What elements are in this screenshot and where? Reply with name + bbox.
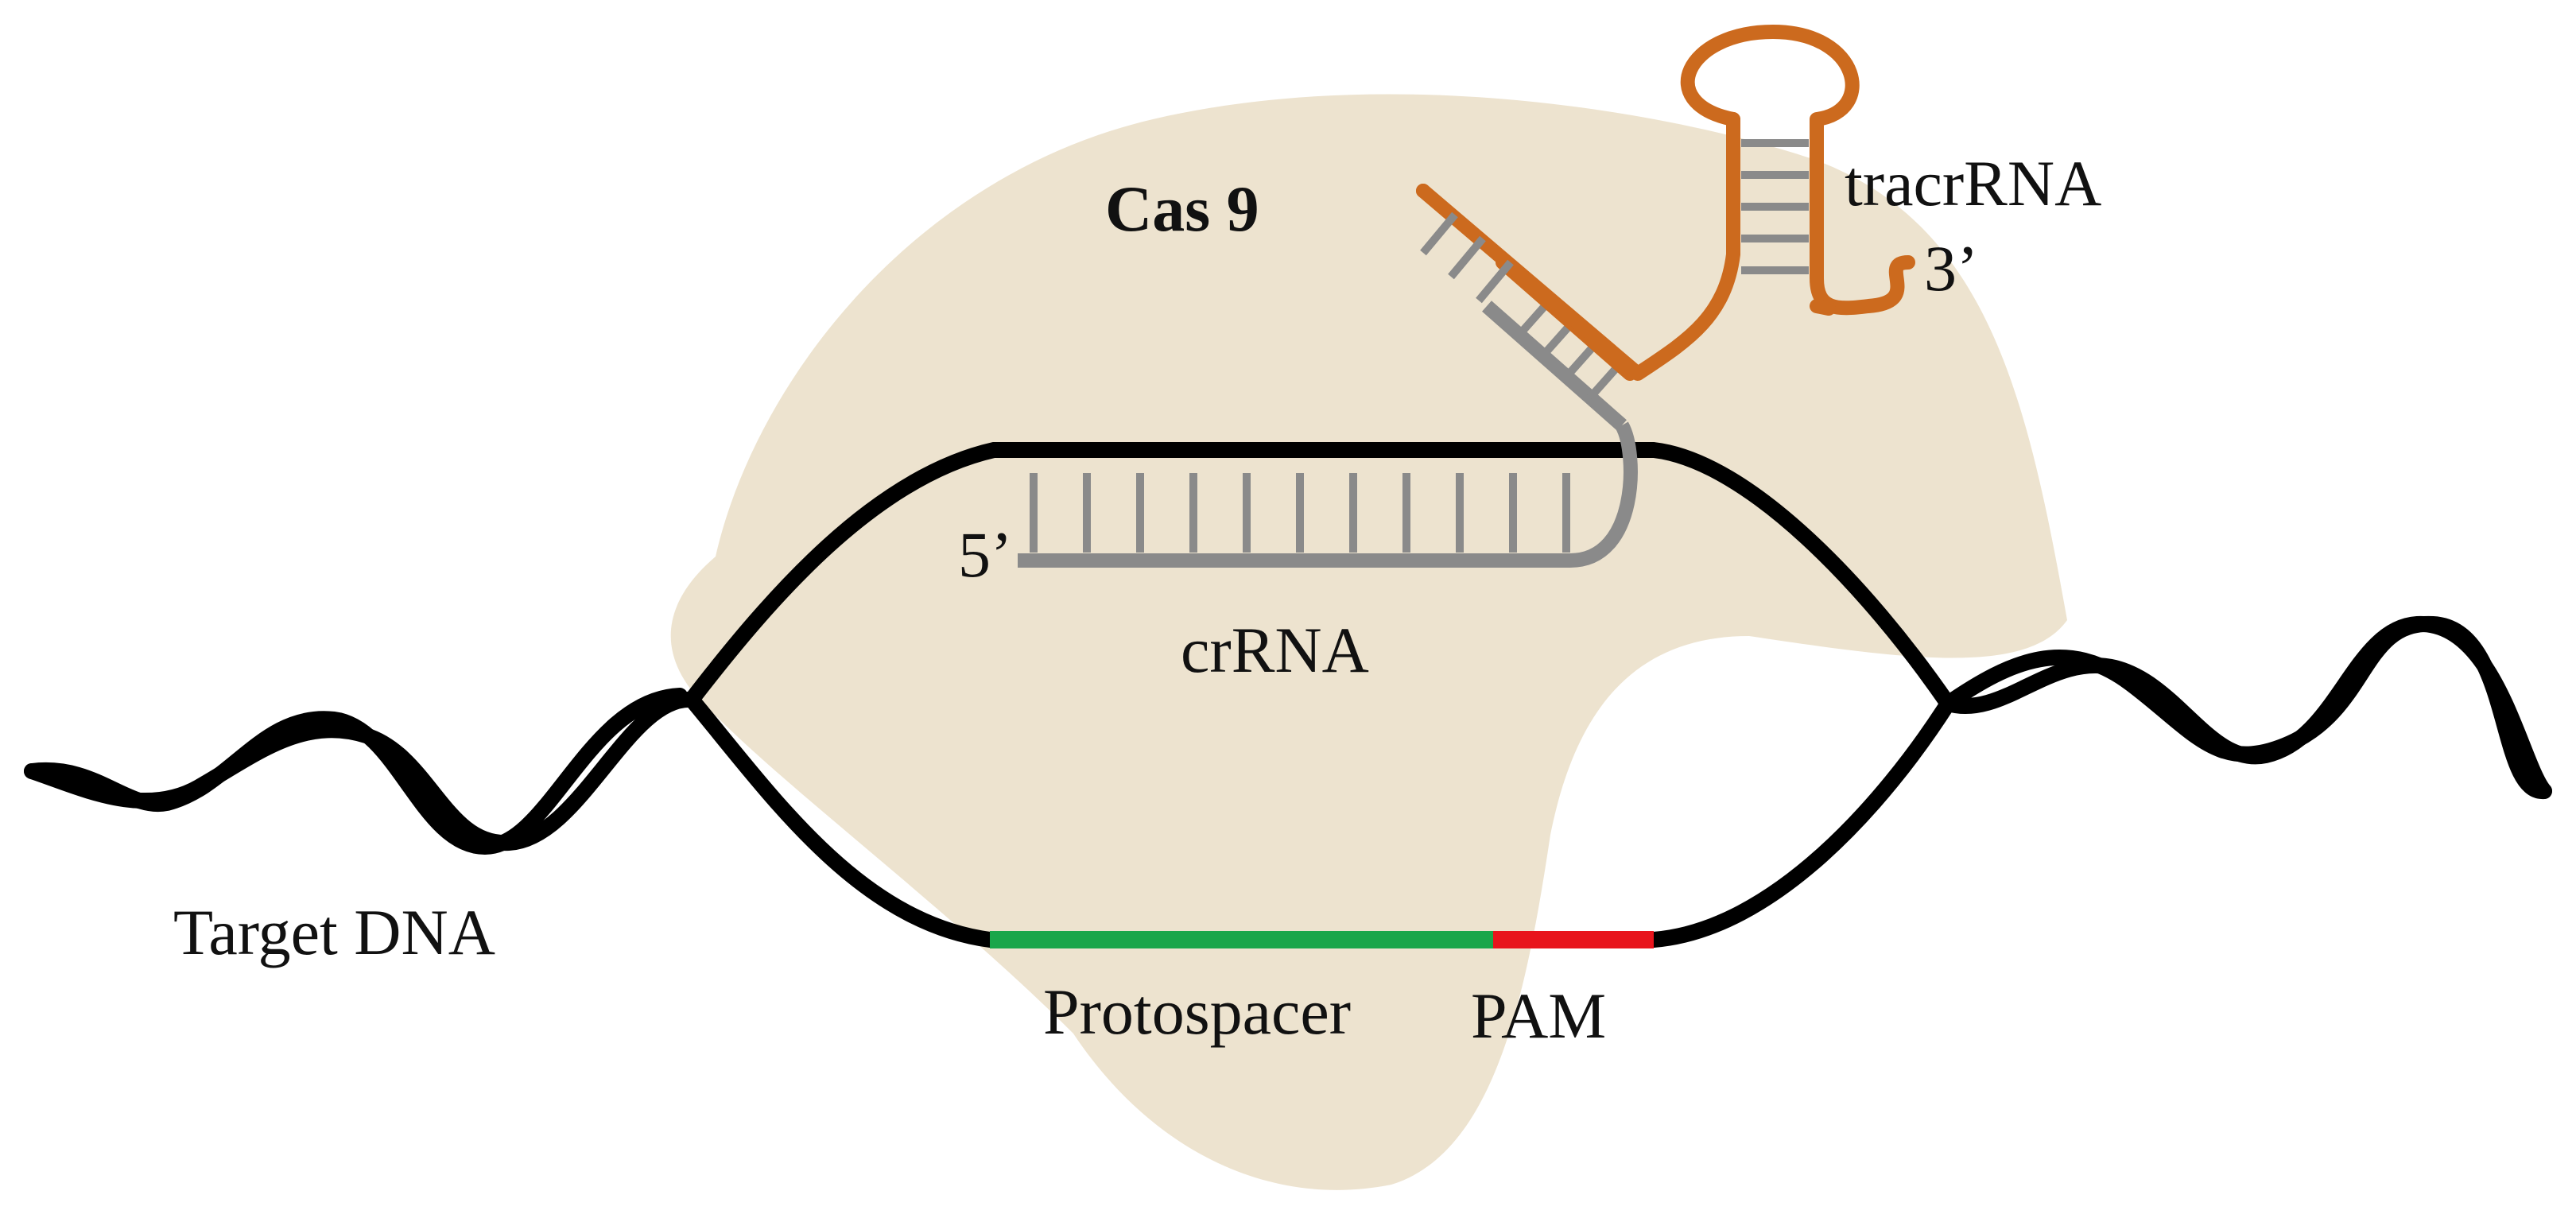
dna-top-strand [684, 442, 1956, 712]
tracrrna-label: tracrRNA [1845, 147, 2101, 219]
crrna-label: crRNA [1181, 614, 1369, 686]
cas9-protein-shape [670, 94, 2067, 1190]
crrna-backbone [1018, 421, 1638, 568]
tracrrna-stem-pairs [1741, 139, 1809, 274]
tracrrna-ladder-pairs [1420, 211, 1514, 304]
dna-bottom-strand [684, 692, 1956, 948]
three-prime-label: 3’ [1924, 232, 1978, 304]
protospacer-label: Protospacer [1043, 976, 1351, 1048]
right-helix-strand-b [1940, 615, 2552, 799]
left-helix-strand-b [24, 692, 700, 851]
tracrrna-3prime-tail [1810, 299, 1836, 316]
left-helix-strand-a [24, 688, 688, 855]
cas9-label: Cas 9 [1105, 173, 1259, 245]
pam-label: PAM [1471, 979, 1606, 1052]
tracrrna-strand [1416, 25, 1915, 381]
target-dna-label: Target DNA [173, 896, 495, 968]
right-helix-strand-a [1940, 615, 2552, 799]
five-prime-label: 5’ [958, 518, 1012, 591]
right-dna-helix [1940, 615, 2552, 799]
tracrrna-hairpin-loop [1680, 25, 1915, 316]
crrna-strand [1018, 297, 1638, 568]
tracrrna-upper-arm-a [1416, 112, 1740, 381]
left-dna-helix [24, 688, 700, 855]
crrna-repeat-strand [1482, 301, 1627, 431]
crrna-dna-base-pairs [1030, 473, 1570, 553]
